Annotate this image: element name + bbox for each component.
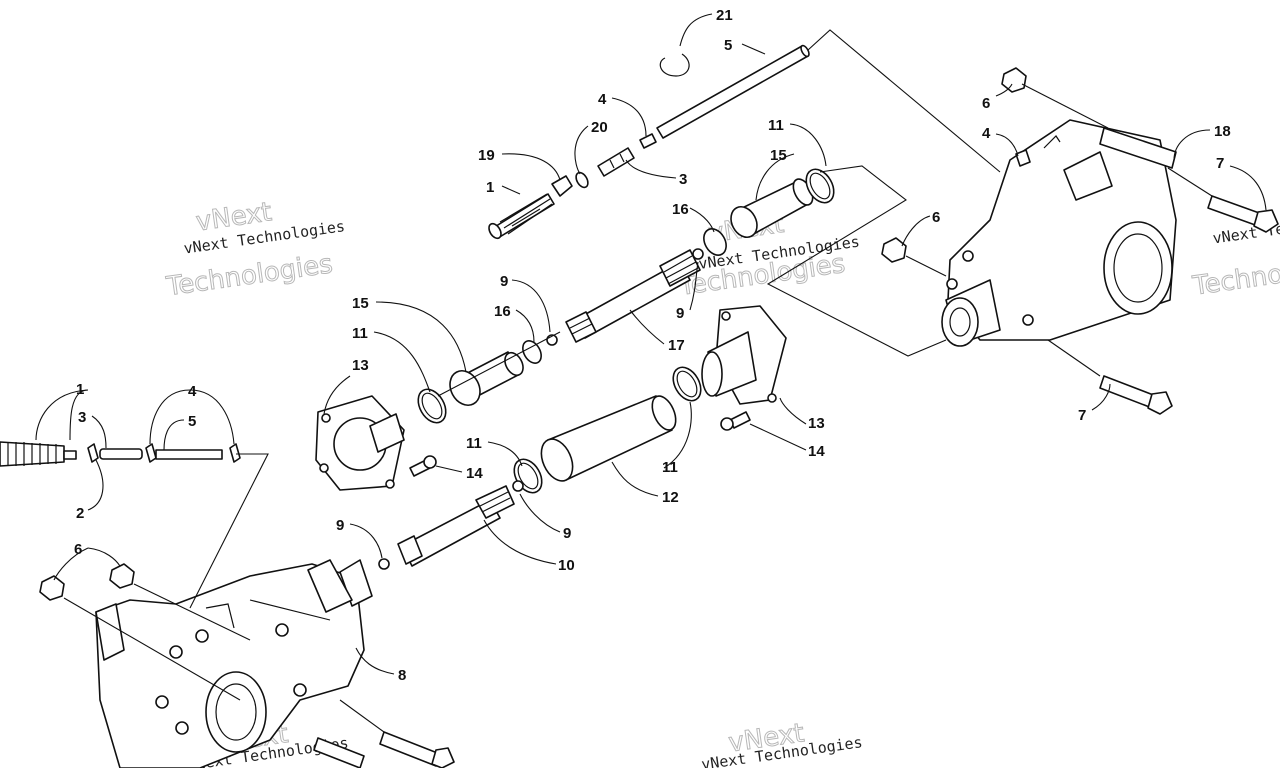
nut-part-6-upper-right	[1001, 67, 1027, 93]
callout-18: 18	[1214, 123, 1231, 140]
shaft-part-10	[397, 485, 515, 567]
bolt-part-7-upper	[1207, 195, 1279, 233]
callout-19: 19	[478, 147, 495, 164]
clip-part-2	[87, 443, 99, 463]
callout-17: 17	[668, 337, 685, 354]
callout-1: 1	[486, 179, 494, 196]
watermark-outline-word: Technologies	[164, 249, 335, 302]
bolt-part-7-lower	[1099, 375, 1173, 415]
shaft-part-17	[565, 249, 701, 343]
callout-7: 7	[1216, 155, 1224, 172]
clamp-part-16-upper	[703, 228, 727, 256]
callout-14: 14	[808, 443, 825, 460]
callout-4: 4	[598, 91, 607, 108]
flange-part-13-right	[701, 305, 787, 405]
tube-part-12	[540, 395, 677, 482]
callout-9: 9	[500, 273, 508, 290]
pin-part-3-top	[597, 147, 635, 177]
callout-20: 20	[591, 119, 608, 136]
boot-part-1-left	[0, 441, 77, 467]
bolt-part-14-left	[409, 455, 437, 477]
gearcase-part-8-left	[95, 559, 373, 768]
callout-12: 12	[662, 489, 679, 506]
callout-5: 5	[724, 37, 732, 54]
callout-6: 6	[982, 95, 990, 112]
callout-3: 3	[78, 409, 86, 426]
callout-8: 8	[398, 667, 406, 684]
clamp-part-11-lower-right	[672, 366, 702, 402]
bolt-part-left-bottom-a	[379, 731, 455, 768]
callout-16: 16	[672, 201, 689, 218]
rod-part-5-left	[155, 449, 223, 460]
callout-14: 14	[466, 465, 483, 482]
callout-11: 11	[466, 435, 482, 452]
watermark-outline-word: Technologies	[1190, 249, 1280, 302]
clip-part-19	[551, 175, 573, 197]
callout-9: 9	[563, 525, 571, 542]
callout-11: 11	[768, 117, 784, 134]
leader-lines	[35, 13, 1267, 733]
nut-part-6-mid-right	[881, 237, 907, 263]
callout-4: 4	[982, 125, 991, 142]
rod-part-5-top	[656, 44, 810, 139]
bearing-part-9-upper	[692, 248, 704, 260]
callout-15: 15	[352, 295, 369, 312]
nut-part-6-left-a	[39, 575, 65, 601]
pin-part-3-left	[99, 448, 143, 460]
boot-part-15-lower	[449, 351, 524, 406]
clamp-part-11-lower-left	[417, 388, 447, 424]
callout-1: 1	[76, 381, 84, 398]
bearing-part-9-bottom	[378, 558, 390, 570]
nut-part-6-left-b	[109, 563, 135, 589]
callout-9: 9	[336, 517, 344, 534]
callout-7: 7	[1078, 407, 1086, 424]
callout-5: 5	[188, 413, 196, 430]
callout-13: 13	[352, 357, 369, 374]
callout-9: 9	[676, 305, 684, 322]
clamp-part-11-lower-mid	[513, 458, 543, 494]
callout-13: 13	[808, 415, 825, 432]
clamp-part-16-lower	[522, 340, 542, 364]
ring-part-20	[575, 171, 589, 189]
callout-11: 11	[662, 459, 678, 476]
callout-2: 2	[76, 505, 84, 522]
callout-10: 10	[558, 557, 575, 574]
callout-21: 21	[716, 7, 733, 24]
bearing-part-9-lower	[512, 480, 524, 492]
callout-11: 11	[352, 325, 368, 342]
callout-6: 6	[74, 541, 82, 558]
callout-3: 3	[679, 171, 687, 188]
clamp-part-11-upper	[805, 168, 835, 204]
callout-16: 16	[494, 303, 511, 320]
bolt-part-14-right	[720, 411, 751, 431]
callout-labels: 1 19 20 4 21 5 3 11 15 16 9 9 16 17 15 1…	[74, 7, 1231, 684]
callout-4: 4	[188, 383, 197, 400]
boot-part-1-top	[488, 193, 555, 240]
callout-6: 6	[932, 209, 940, 226]
spring-ring-part-21	[659, 53, 690, 77]
flange-part-13-left	[315, 395, 405, 491]
clip-part-4-top	[639, 133, 657, 149]
bolt-part-left-bottom-b	[313, 737, 365, 768]
callout-15: 15	[770, 147, 787, 164]
gearcase-part-18-right	[941, 119, 1177, 347]
clip-part-4-right	[1015, 135, 1061, 167]
